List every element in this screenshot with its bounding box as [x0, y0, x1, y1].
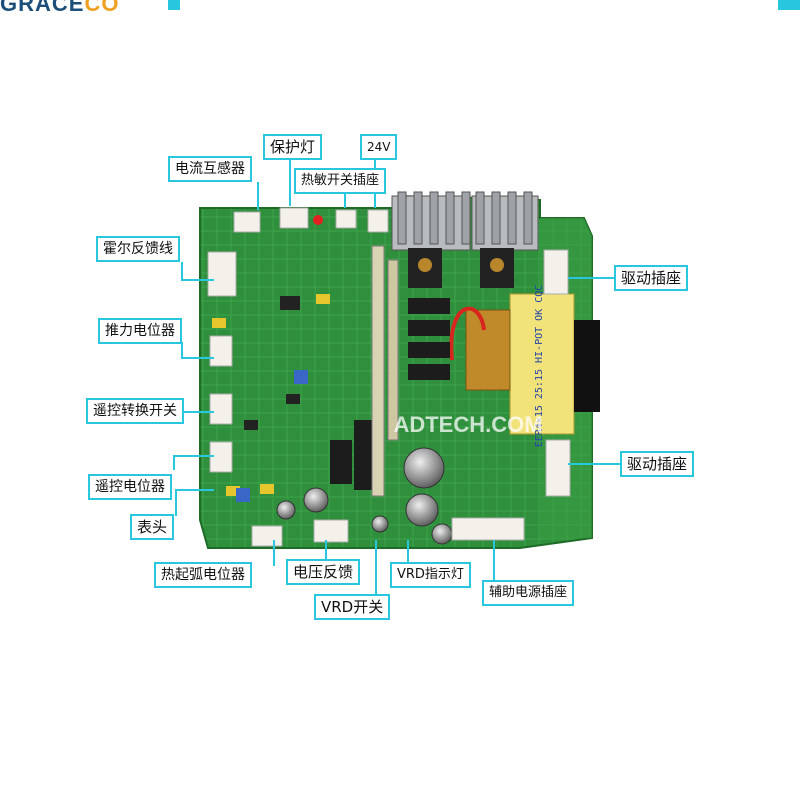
- transformer: [509, 293, 575, 435]
- red-led: [313, 215, 323, 225]
- corner-mark: [778, 0, 800, 10]
- brand-logo: GRACECO: [0, 0, 190, 16]
- label-hot-start-pot: 热起弧电位器: [154, 562, 252, 588]
- label-thrust-pot: 推力电位器: [98, 318, 182, 344]
- electrolytic-capacitor: [276, 447, 453, 545]
- small-component: [244, 296, 300, 430]
- label-current-transformer: 电流互感器: [168, 156, 252, 182]
- label-protection-lamp: 保护灯: [263, 134, 323, 160]
- label-remote-pot: 遥控电位器: [88, 474, 172, 500]
- label-aux-power-socket: 辅助电源插座: [482, 580, 575, 606]
- label-drive-socket-bottom: 驱动插座: [620, 451, 695, 477]
- label-remote-switch: 遥控转换开关: [86, 398, 184, 424]
- power-transistor: [408, 248, 514, 288]
- transformer-marking: EER4×15 25:15 HI-POT OK CQC: [534, 285, 545, 448]
- label-thermal-switch-socket: 热敏开关插座: [294, 168, 387, 194]
- label-vrd-indicator: VRD指示灯: [390, 562, 471, 588]
- label-drive-socket-top: 驱动插座: [614, 265, 689, 291]
- label-hall-feedback: 霍尔反馈线: [96, 236, 180, 262]
- yellow-capacitor: [212, 294, 330, 496]
- label-meter-head: 表头: [130, 514, 175, 540]
- daughter-board: [371, 245, 385, 497]
- trimmer-potentiometer: [236, 370, 308, 502]
- label-24v: 24V: [360, 134, 398, 160]
- label-voltage-feedback: 电压反馈: [286, 559, 361, 585]
- watermark: ADTECH.COM: [393, 412, 542, 437]
- label-vrd-switch: VRD开关: [314, 594, 391, 620]
- corner-mark: [168, 0, 180, 10]
- heatsink: [391, 191, 539, 251]
- connector: [207, 207, 571, 547]
